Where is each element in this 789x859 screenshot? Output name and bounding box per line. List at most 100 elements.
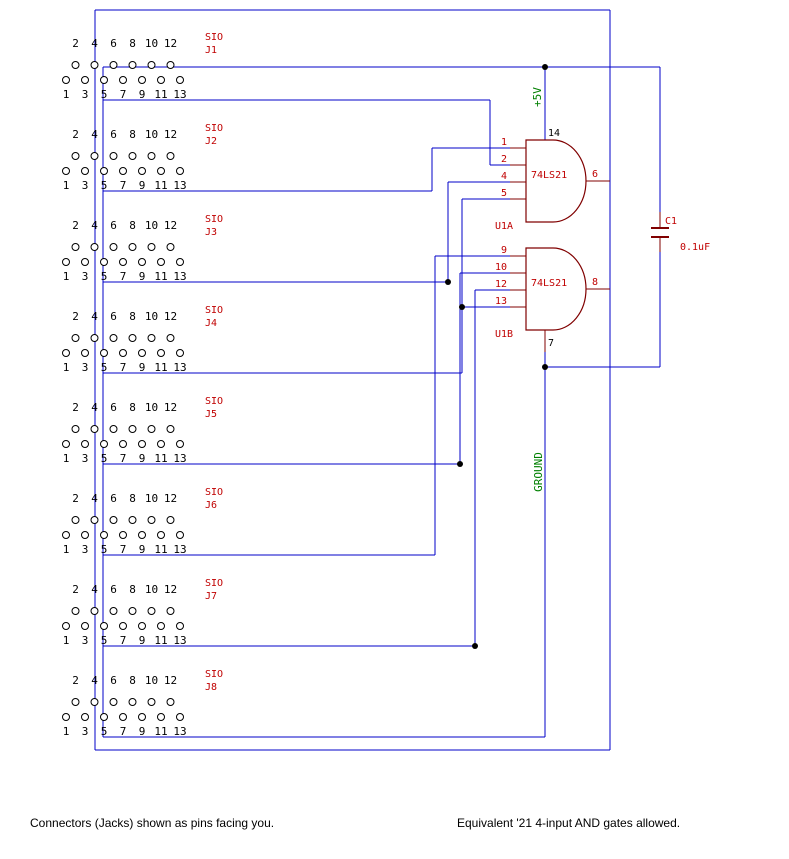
pin-number: 11 [154,361,167,374]
pin-number: 8 [129,219,136,232]
pin-number: 11 [154,179,167,192]
pin-circle [100,167,108,175]
pin-circle [147,152,156,160]
gate-ref-label: U1B [495,329,513,340]
connector-ref-label: J1 [205,45,217,56]
pin-number: 2 [72,310,79,323]
pin-number: 11 [154,452,167,465]
pin-number: 10 [145,583,158,596]
gate-ground-pin-number: 7 [548,338,554,349]
junction-dot [459,304,465,310]
ground-label: GROUND [532,452,545,492]
gate-input-pin-number: 9 [501,245,507,256]
pin-circle [100,713,108,721]
component-pin-stubs [510,147,661,352]
pin-circle [90,607,99,615]
pin-circle [71,61,80,69]
pin-circle [157,713,165,721]
pin-circle [157,622,165,630]
pin-number: 8 [129,583,136,596]
connector-ref-label: J2 [205,136,217,147]
vcc-label: +5V [531,87,544,107]
pin-circle [166,334,175,342]
pin-number: 4 [91,219,98,232]
connector-type-label: SIO [205,214,223,225]
junction-dot [472,643,478,649]
pin-circle [138,76,146,84]
pin-number: 7 [120,634,127,647]
pin-circle [90,425,99,433]
pin-number: 1 [63,725,70,738]
pin-number: 11 [154,725,167,738]
pin-number: 8 [129,401,136,414]
connector-type-label: SIO [205,32,223,43]
and-gate-body [525,247,587,331]
pin-circle [71,243,80,251]
pin-number: 5 [101,634,108,647]
pin-circle [157,76,165,84]
pin-number: 6 [110,128,117,141]
pin-number: 11 [154,270,167,283]
pin-number: 5 [101,452,108,465]
pin-circle [128,334,137,342]
pin-number: 9 [139,543,146,556]
pin-circle [109,152,118,160]
pin-number: 13 [173,543,186,556]
pin-circle [128,698,137,706]
pin-number: 8 [129,128,136,141]
gate-output-pin-number: 6 [592,169,598,180]
pin-number: 2 [72,401,79,414]
pin-number: 8 [129,492,136,505]
pin-circle [109,607,118,615]
pin-number: 2 [72,583,79,596]
pin-number: 6 [110,219,117,232]
pin-circle [81,349,89,357]
pin-circle [71,425,80,433]
pin-number: 5 [101,179,108,192]
connector-ref-label: J5 [205,409,217,420]
pin-circle [128,607,137,615]
pin-circle [119,440,127,448]
pin-circle [147,607,156,615]
wire-net [94,9,661,751]
pin-number: 6 [110,583,117,596]
pin-number: 5 [101,543,108,556]
pin-circle [100,440,108,448]
pin-number: 10 [145,401,158,414]
pin-circle [147,334,156,342]
pin-number: 1 [63,179,70,192]
pin-number: 13 [173,725,186,738]
pin-circle [147,61,156,69]
pin-circle [138,440,146,448]
pin-circle [62,258,70,266]
pin-circle [138,349,146,357]
pin-number: 9 [139,361,146,374]
pin-number: 3 [82,543,89,556]
pin-circle [166,698,175,706]
pin-number: 13 [173,179,186,192]
junction-dots [445,64,548,649]
capacitor-value-label: 0.1uF [680,242,710,253]
pin-number: 7 [120,88,127,101]
pin-circle [71,152,80,160]
gate-input-pin-number: 1 [501,137,507,148]
pin-number: 7 [120,361,127,374]
pin-circle [62,440,70,448]
pin-number: 12 [164,674,177,687]
junction-dot [457,461,463,467]
pin-circle [157,440,165,448]
pin-circle [166,516,175,524]
pin-number: 3 [82,270,89,283]
pin-number: 6 [110,674,117,687]
pin-number: 12 [164,583,177,596]
pin-number: 12 [164,128,177,141]
connector-ref-label: J6 [205,500,217,511]
pin-number: 3 [82,88,89,101]
power-labels: +5V GROUND [531,87,545,492]
gate-ref-label: U1A [495,221,513,232]
pin-number: 12 [164,219,177,232]
